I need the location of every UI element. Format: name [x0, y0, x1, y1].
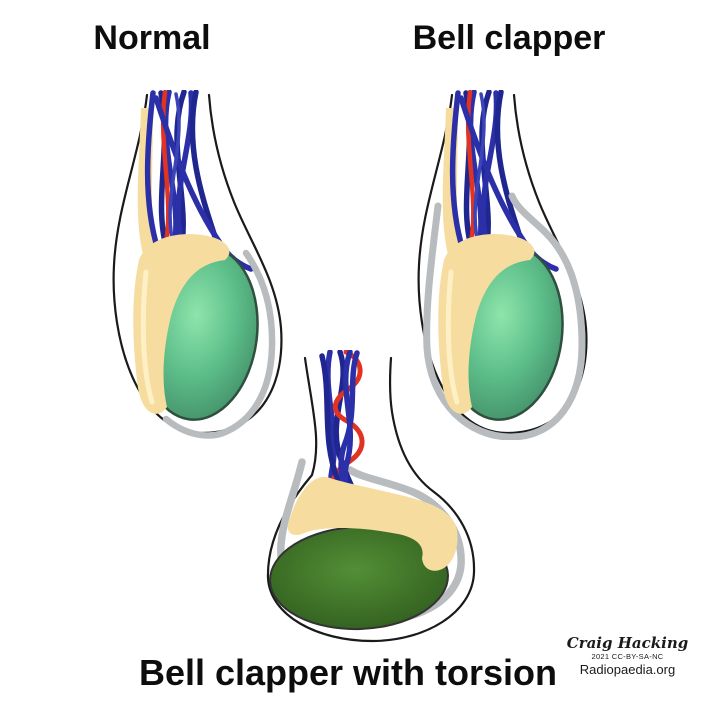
epididymis-highlight: [445, 269, 460, 405]
attribution-site: Radiopaedia.org: [579, 661, 676, 677]
epididymis: [133, 233, 230, 414]
attribution-author: Craig Hacking: [566, 634, 689, 652]
normal-figure-title: Normal: [93, 19, 211, 57]
attribution-block: Craig Hacking 2021 CC-BY-SA-NC Radiopaed…: [560, 634, 695, 677]
tunica-vaginalis-wrap: [423, 192, 586, 440]
torsion-figure: [266, 350, 476, 643]
epididymis: [438, 233, 535, 414]
epididymis-horizontal: [287, 476, 458, 571]
normal-figure: [112, 90, 283, 439]
bell-clapper-figure: [417, 90, 588, 440]
attribution-license: 2021 CC-BY-SA-NC: [591, 651, 664, 661]
bell-clapper-figure-title: Bell clapper: [412, 19, 606, 57]
epididymis-highlight: [140, 269, 155, 405]
torsion-figure-title: Bell clapper with torsion: [138, 652, 558, 693]
tunica-vaginalis: [162, 249, 276, 439]
scrotum-outline: [266, 356, 476, 643]
